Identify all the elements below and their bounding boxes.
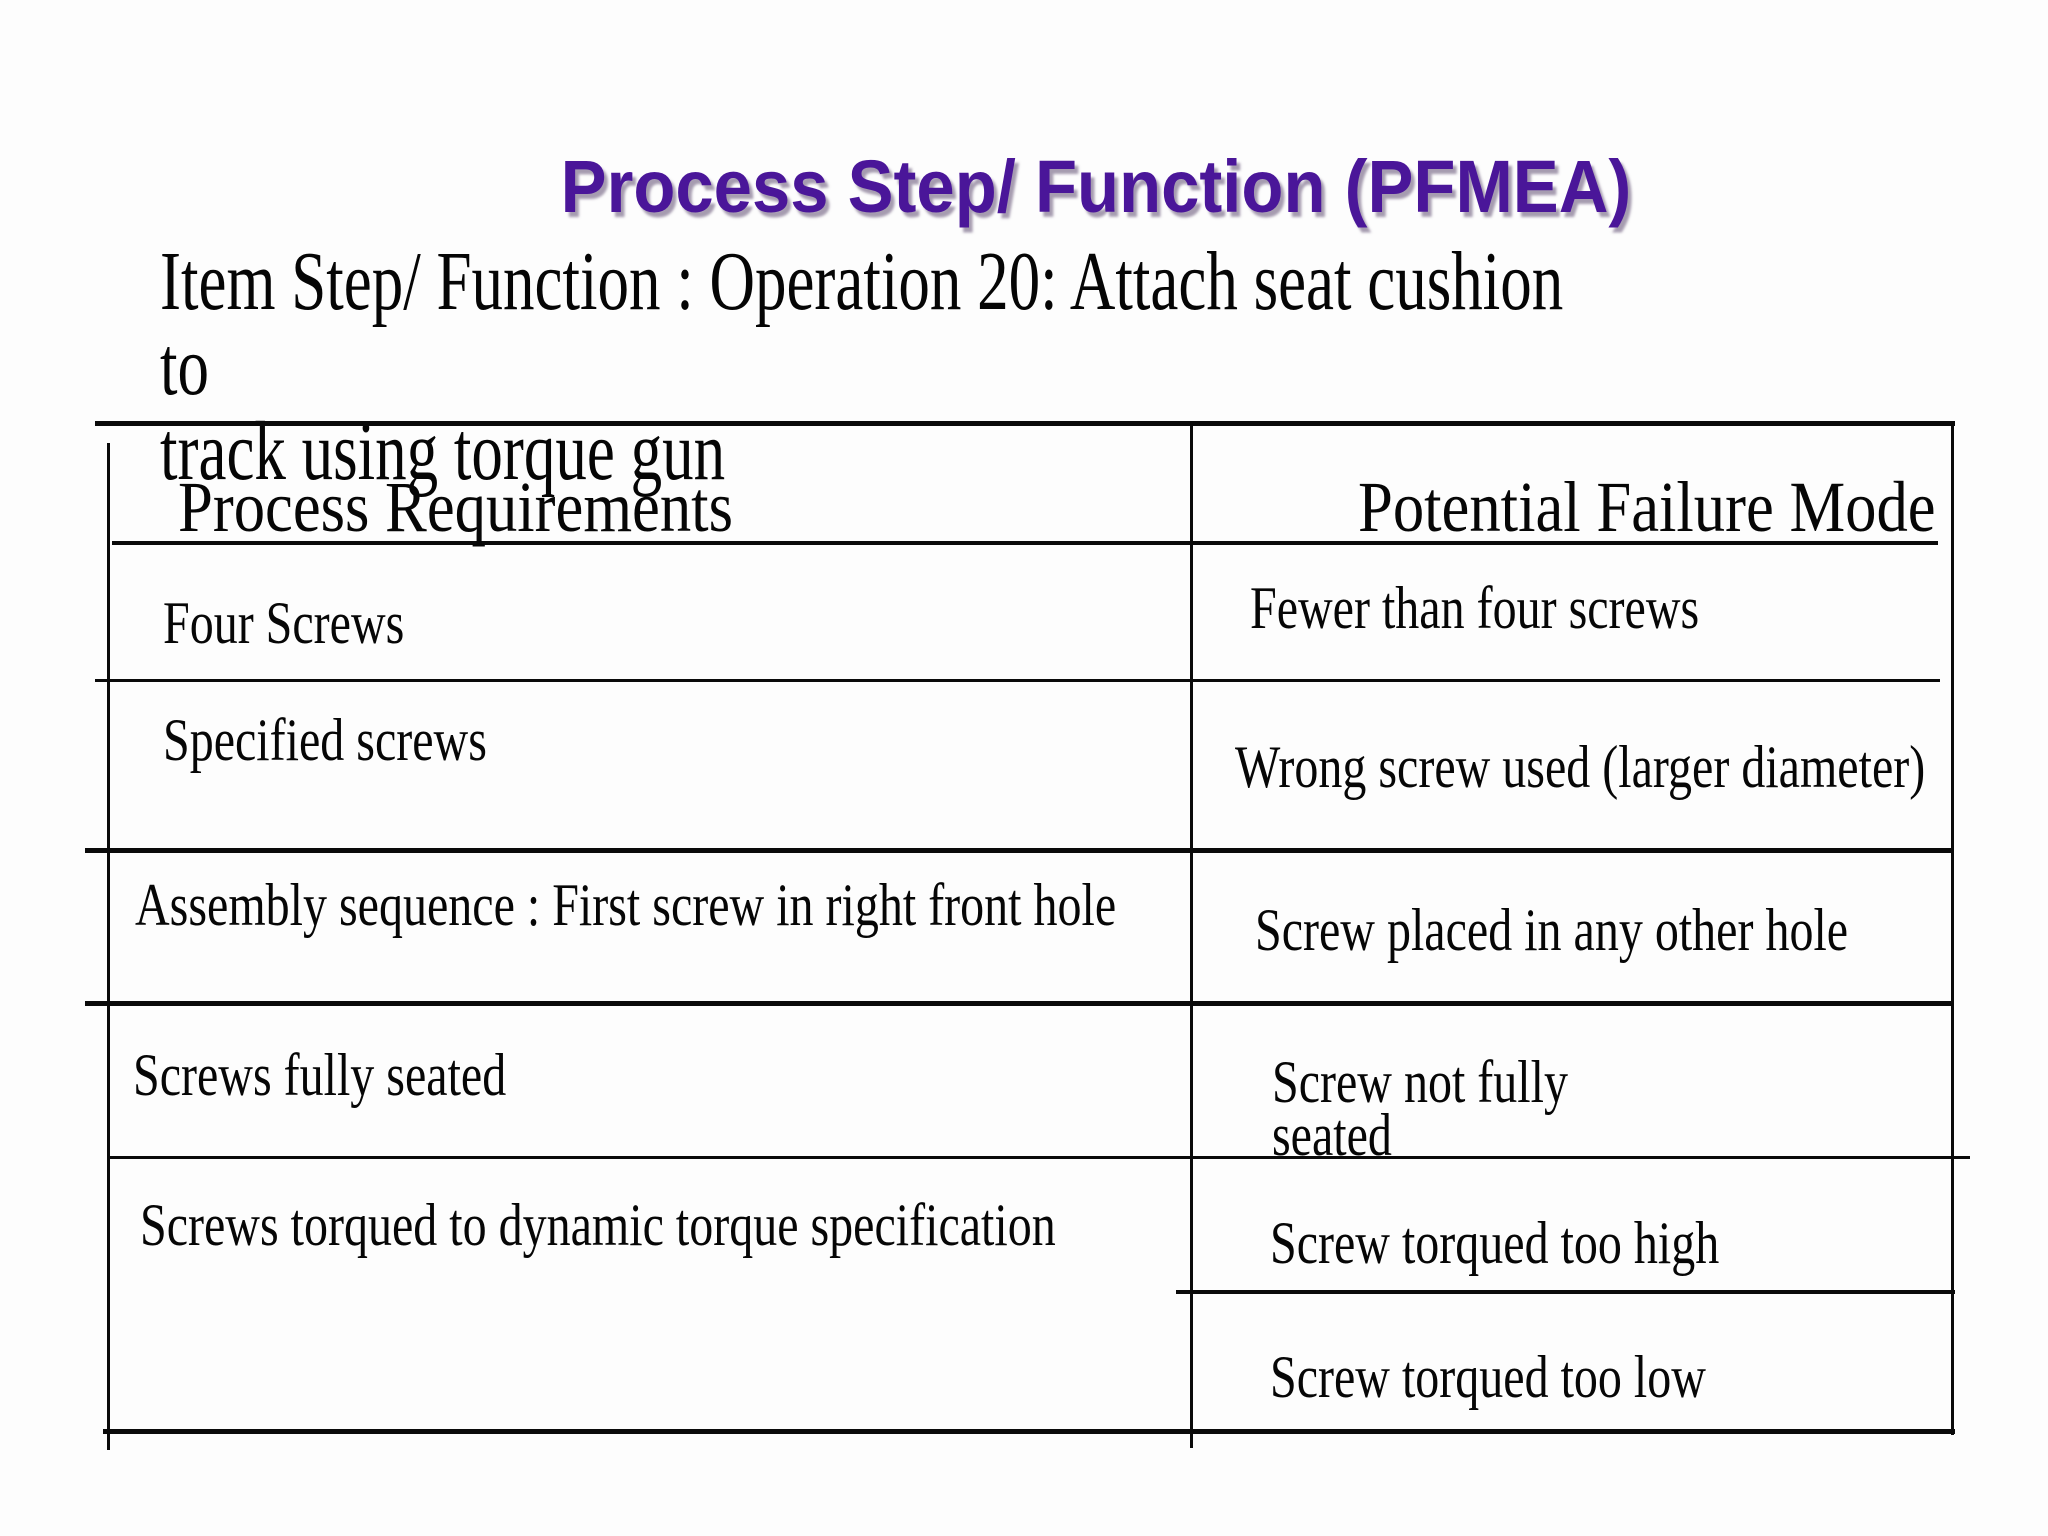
cell-failure-mode-row3: Screw placed in any other hole	[1255, 897, 1849, 963]
failure-mode-sub-divider	[1176, 1290, 1955, 1294]
cell-requirement-row5: Screws torqued to dynamic torque specifi…	[140, 1192, 1056, 1258]
column-header-potential-failure-mode: Potential Failure Mode	[1358, 467, 1936, 547]
cell-requirement-row3: Assembly sequence : First screw in right…	[135, 872, 1117, 938]
row-divider-1	[95, 679, 1940, 682]
table-top-border	[95, 421, 1955, 426]
page-title: Process Step/ Function (PFMEA)	[560, 145, 1632, 228]
column-divider	[1190, 423, 1193, 1448]
cell-requirement-row1: Four Screws	[163, 590, 405, 656]
cell-failure-mode-row4-line1: Screw not fully	[1272, 1049, 1568, 1115]
cell-requirement-row2: Specified screws	[163, 707, 487, 773]
cell-failure-mode-row4-line2: seated	[1272, 1102, 1392, 1168]
table-bottom-border	[103, 1429, 1955, 1434]
cell-failure-mode-row1: Fewer than four screws	[1250, 575, 1700, 641]
cell-failure-mode-row5-low: Screw torqued too low	[1270, 1344, 1706, 1410]
row-divider-2	[85, 848, 1953, 853]
table-right-border	[1951, 423, 1954, 1435]
header-underline	[112, 541, 1938, 545]
cell-failure-mode-row5-high: Screw torqued too high	[1270, 1210, 1720, 1276]
cell-failure-mode-row2: Wrong screw used (larger diameter)	[1235, 734, 1926, 800]
column-header-process-requirements: Process Requirements	[178, 467, 733, 547]
row-divider-3	[85, 1001, 1953, 1006]
cell-requirement-row4: Screws fully seated	[133, 1042, 507, 1108]
table-left-border	[107, 443, 110, 1450]
row-divider-4	[108, 1156, 1970, 1159]
slide-subtitle: Item Step/ Function : Operation 20: Atta…	[160, 235, 1564, 498]
